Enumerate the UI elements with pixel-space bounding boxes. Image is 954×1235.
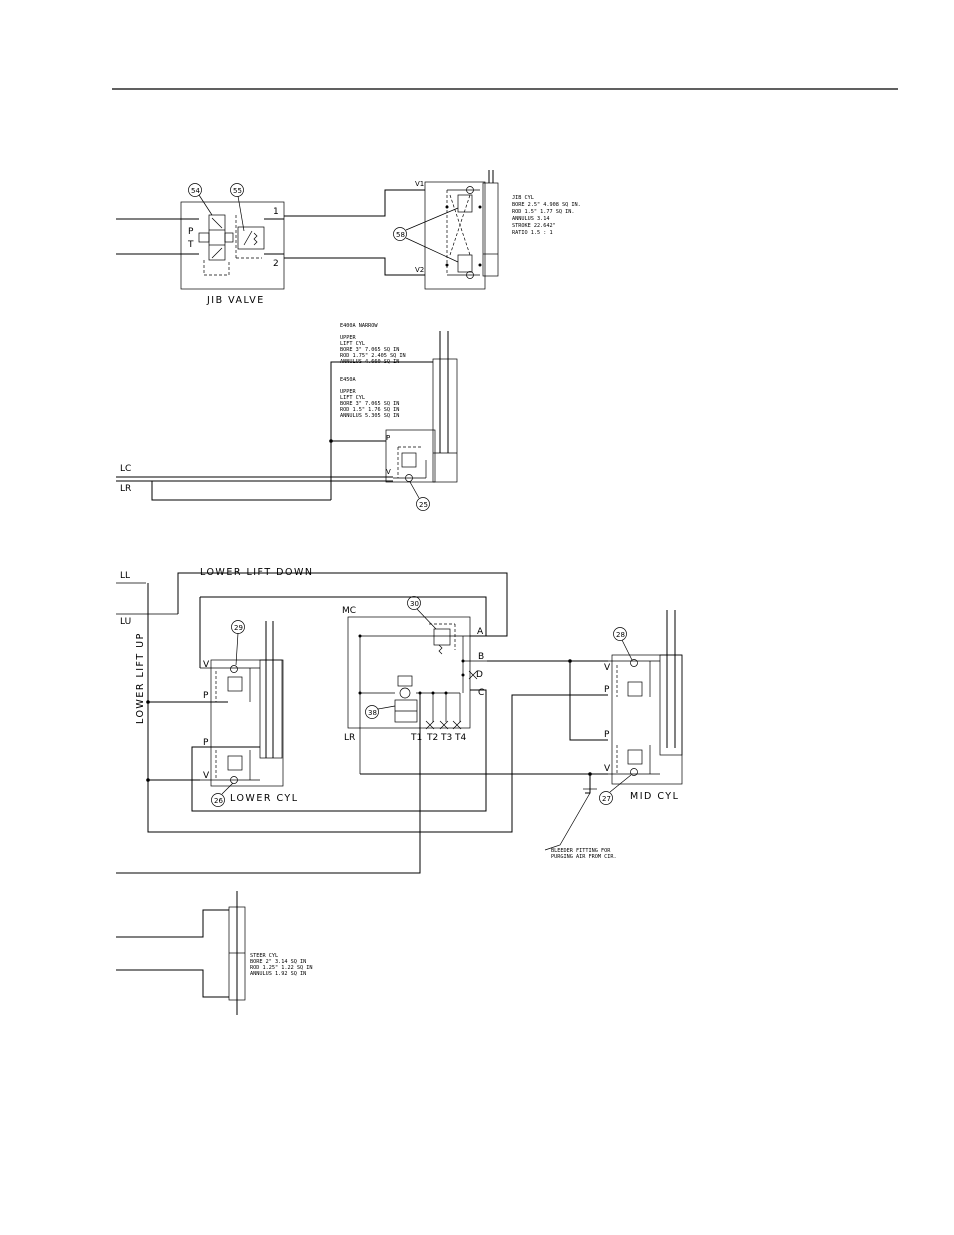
svg-text:T2: T2 <box>426 733 438 743</box>
jib-section: JIB VALVE P T 1 2 54 55 <box>116 170 581 306</box>
steer-section: STEER CYL BORE 2" 3.14 SQ IN ROD 1.25" 1… <box>116 891 312 1015</box>
svg-text:RATIO 1.5 : 1: RATIO 1.5 : 1 <box>512 230 553 236</box>
svg-text:BLEEDER FITTING FOR: BLEEDER FITTING FOR <box>551 848 611 854</box>
svg-text:ROD 1.5" 1.77 SQ IN.: ROD 1.5" 1.77 SQ IN. <box>512 209 574 215</box>
svg-text:B: B <box>478 652 484 662</box>
svg-text:V2: V2 <box>415 266 424 274</box>
svg-text:T3: T3 <box>440 733 452 743</box>
svg-text:P: P <box>604 730 610 740</box>
svg-text:LR: LR <box>344 733 355 743</box>
lower-lift-up-label: LOWER LIFT UP <box>135 632 146 724</box>
svg-text:BORE 2" 3.14 SQ IN: BORE 2" 3.14 SQ IN <box>250 959 306 965</box>
mc-manifold <box>347 616 471 729</box>
jib-cyl-note: JIB CYL BORE 2.5" 4.908 SQ IN. ROD 1.5" … <box>512 195 581 236</box>
svg-text:JIB CYL: JIB CYL <box>512 195 534 201</box>
upper-cyl-note-narrow: E400A NARROW UPPER LIFT CYL BORE 3" 7.06… <box>340 323 406 365</box>
upper-cyl-note-e450: E450A UPPER LIFT CYL BORE 3" 7.065 SQ IN… <box>340 377 399 419</box>
upper-lift-section: E400A NARROW UPPER LIFT CYL BORE 3" 7.06… <box>116 323 458 511</box>
svg-text:P: P <box>188 227 194 237</box>
mid-cyl-block <box>611 654 683 785</box>
svg-text:C: C <box>478 688 484 698</box>
svg-text:P: P <box>203 738 209 748</box>
svg-text:P: P <box>203 691 209 701</box>
svg-text:2: 2 <box>273 259 279 269</box>
svg-text:A: A <box>477 627 484 637</box>
svg-text:D: D <box>476 670 483 680</box>
svg-text:T1: T1 <box>410 733 422 743</box>
svg-text:STROKE 22.642": STROKE 22.642" <box>512 223 556 229</box>
svg-text:UPPER: UPPER <box>340 389 356 395</box>
svg-text:PURGING AIR FROM CIR.: PURGING AIR FROM CIR. <box>551 854 617 860</box>
svg-text:ROD 1.25" 1.22 SQ IN: ROD 1.25" 1.22 SQ IN <box>250 965 312 971</box>
svg-text:E450A: E450A <box>340 377 356 383</box>
svg-text:BORE 3" 7.065 SQ IN: BORE 3" 7.065 SQ IN <box>340 347 399 353</box>
svg-text:ANNULUS 3.14: ANNULUS 3.14 <box>512 216 549 222</box>
lower-cyl-label: LOWER CYL <box>230 793 299 804</box>
tank-port-plugs <box>425 670 478 730</box>
svg-text:MC: MC <box>342 606 356 616</box>
svg-text:25: 25 <box>419 501 428 509</box>
svg-text:V: V <box>604 764 611 774</box>
svg-text:V: V <box>203 771 210 781</box>
jib-valve-label: JIB VALVE <box>206 295 265 306</box>
svg-text:1: 1 <box>273 207 279 217</box>
svg-text:V: V <box>604 663 611 673</box>
steer-cyl-note: STEER CYL BORE 2" 3.14 SQ IN ROD 1.25" 1… <box>250 953 312 977</box>
svg-text:T: T <box>187 240 194 250</box>
svg-text:LC: LC <box>120 464 131 474</box>
svg-text:LU: LU <box>120 617 131 627</box>
svg-text:LIFT CYL: LIFT CYL <box>340 395 365 401</box>
svg-text:V1: V1 <box>415 180 424 188</box>
svg-text:T4: T4 <box>454 733 466 743</box>
svg-text:28: 28 <box>616 631 625 639</box>
svg-text:STEER CYL: STEER CYL <box>250 953 278 959</box>
svg-text:E400A NARROW: E400A NARROW <box>340 323 378 329</box>
svg-text:V: V <box>203 660 210 670</box>
jib-valve-block <box>180 201 285 290</box>
svg-text:V: V <box>386 468 391 476</box>
svg-text:LIFT CYL: LIFT CYL <box>340 341 365 347</box>
svg-text:ANNULUS 5.305 SQ IN: ANNULUS 5.305 SQ IN <box>340 413 399 419</box>
svg-text:P: P <box>386 434 390 442</box>
svg-text:LL: LL <box>120 571 130 581</box>
svg-text:58: 58 <box>396 231 405 239</box>
svg-text:54: 54 <box>191 187 200 195</box>
svg-text:BORE 2.5" 4.908 SQ IN.: BORE 2.5" 4.908 SQ IN. <box>512 202 581 208</box>
steer-cylinder <box>228 906 246 1001</box>
svg-text:27: 27 <box>602 795 611 803</box>
svg-text:55: 55 <box>233 187 242 195</box>
svg-text:UPPER: UPPER <box>340 335 356 341</box>
svg-text:ROD 1.5" 1.76 SQ IN: ROD 1.5" 1.76 SQ IN <box>340 407 399 413</box>
svg-text:LR: LR <box>120 484 131 494</box>
svg-text:29: 29 <box>234 624 243 632</box>
jib-holding-block <box>424 181 486 290</box>
lower-cyl-block <box>210 659 284 787</box>
mid-cyl-label: MID CYL <box>630 791 679 802</box>
svg-text:ROD 1.75" 2.405 SQ IN: ROD 1.75" 2.405 SQ IN <box>340 353 406 359</box>
svg-text:30: 30 <box>410 600 419 608</box>
svg-text:26: 26 <box>214 797 223 805</box>
lower-mid-section: LL LU LOWER LIFT DOWN LOWER LIFT UP MC L… <box>116 567 683 874</box>
svg-text:P: P <box>604 685 610 695</box>
svg-text:38: 38 <box>368 709 377 717</box>
svg-text:BORE 3" 7.065 SQ IN: BORE 3" 7.065 SQ IN <box>340 401 399 407</box>
svg-text:ANNULUS 1.92 SQ IN: ANNULUS 1.92 SQ IN <box>250 971 306 977</box>
